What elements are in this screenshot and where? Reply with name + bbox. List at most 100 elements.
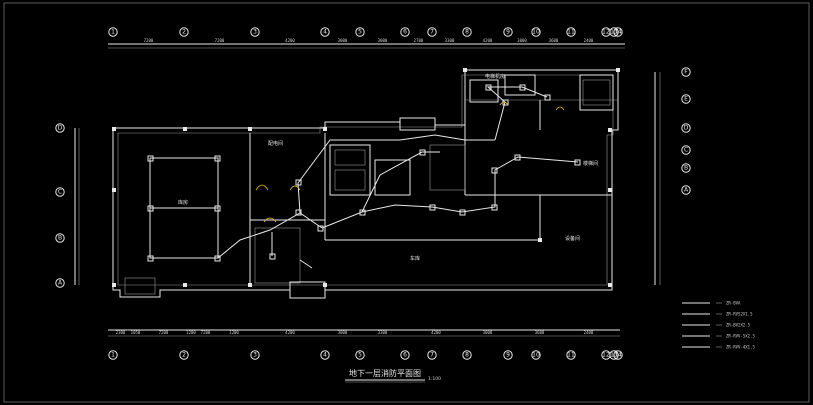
axis-top-12: 12 xyxy=(601,27,611,37)
axis-bottom-8: 8 xyxy=(462,350,472,360)
axis-top-8: 8 xyxy=(462,27,472,37)
axis-bottom-11: 11 xyxy=(566,350,576,360)
axis-top-11: 11 xyxy=(566,27,576,37)
top-dim-2: 4200 xyxy=(285,38,295,43)
axis-right-A: A xyxy=(681,185,691,195)
room-label-r3: 车库 xyxy=(410,255,420,262)
bottom-dimension-lines xyxy=(108,329,620,337)
axis-bottom-9: 9 xyxy=(503,350,513,360)
bottom-dim-8: 3300 xyxy=(378,330,388,335)
svg-text:12: 12 xyxy=(602,29,610,36)
building-walls xyxy=(112,69,619,299)
svg-text:D: D xyxy=(58,125,63,132)
svg-text:7: 7 xyxy=(430,29,434,36)
svg-text:1: 1 xyxy=(111,29,115,36)
top-dim-7: 4200 xyxy=(483,38,493,43)
axis-left-C: C xyxy=(55,187,65,197)
svg-text:C: C xyxy=(684,147,688,154)
top-dimension-lines xyxy=(108,43,625,49)
bottom-dim-2: 7200 xyxy=(159,330,169,335)
svg-text:6: 6 xyxy=(403,29,407,36)
svg-text:5: 5 xyxy=(358,352,362,359)
axis-bottom-7: 7 xyxy=(427,350,437,360)
svg-text:10: 10 xyxy=(532,29,540,36)
legend: ZR-BVA ZR-RVS2X1.5ZR-BV2X2.5ZR-RVV-5X2.5Z… xyxy=(682,301,755,350)
bottom-dim-3: 1200 xyxy=(186,330,196,335)
axis-right-E: E xyxy=(681,94,691,104)
bottom-dim-5: 1200 xyxy=(229,330,239,335)
bottom-dim-12: 2400 xyxy=(584,330,594,335)
svg-text:B: B xyxy=(58,235,62,242)
svg-text:2: 2 xyxy=(182,29,186,36)
drawing-border xyxy=(3,2,810,403)
room-label-r6: 楼梯间 xyxy=(583,160,598,167)
legend-item-4: ZR-RVV-4X1.5 xyxy=(682,345,755,350)
axis-right-F: F xyxy=(681,67,691,77)
svg-text:E: E xyxy=(684,96,688,103)
svg-text:8: 8 xyxy=(465,29,469,36)
axis-bottom-4: 4 xyxy=(320,350,330,360)
legend-item-0: ZR-BVA xyxy=(682,301,741,306)
axis-top-3: 3 xyxy=(250,27,260,37)
legend-item-1: ZR-RVS2X1.5 xyxy=(682,312,753,317)
axis-right-C: C xyxy=(681,145,691,155)
svg-text:3: 3 xyxy=(253,352,257,359)
bottom-dim-1: 1050 xyxy=(131,330,141,335)
legend-item-3: ZR-RVV-5X2.5 xyxy=(682,334,755,339)
axis-top-9: 9 xyxy=(503,27,513,37)
axis-top-14: 14 xyxy=(613,27,623,37)
bottom-dim-0: 2300 xyxy=(116,330,126,335)
axis-bottom-2: 2 xyxy=(179,350,189,360)
svg-text:11: 11 xyxy=(567,29,575,36)
bottom-dim-11: 3600 xyxy=(535,330,545,335)
legend-item-2: ZR-BV2X2.5 xyxy=(682,323,751,328)
svg-text:ZR-RVV-4X1.5: ZR-RVV-4X1.5 xyxy=(726,345,755,350)
axis-top-6: 6 xyxy=(400,27,410,37)
top-dim-5: 2700 xyxy=(414,38,424,43)
svg-text:F: F xyxy=(684,69,688,76)
axis-bottom-1: 1 xyxy=(108,350,118,360)
fire-alarm-wiring xyxy=(149,86,579,269)
svg-text:11: 11 xyxy=(567,352,575,359)
svg-text:ZR-RVS2X1.5: ZR-RVS2X1.5 xyxy=(726,312,753,317)
svg-text:2: 2 xyxy=(182,352,186,359)
svg-text:A: A xyxy=(58,280,63,287)
doors xyxy=(255,101,565,223)
svg-text:14: 14 xyxy=(614,29,622,36)
svg-text:C: C xyxy=(58,189,62,196)
axis-top-10: 10 xyxy=(531,27,541,37)
bottom-dim-7: 3000 xyxy=(338,330,348,335)
top-dim-4: 3000 xyxy=(378,38,388,43)
axis-top-2: 2 xyxy=(179,27,189,37)
axis-top-4: 4 xyxy=(320,27,330,37)
axis-bottom-3: 3 xyxy=(250,350,260,360)
top-dim-6: 3300 xyxy=(445,38,455,43)
axis-bottom-10: 10 xyxy=(531,350,541,360)
axis-right-D: D xyxy=(681,123,691,133)
top-dim-1: 7200 xyxy=(215,38,225,43)
top-dim-8: 3000 xyxy=(517,38,527,43)
room-label-r5: 设备间 xyxy=(565,235,580,242)
axis-top-1: 1 xyxy=(108,27,118,37)
drawing-scale: 1:100 xyxy=(428,376,441,382)
top-dim-3: 3000 xyxy=(338,38,348,43)
room-label-r1: 库房 xyxy=(178,199,188,206)
svg-text:12: 12 xyxy=(602,352,610,359)
drawing-title: 地下一层消防平面图 xyxy=(349,368,421,378)
svg-text:1: 1 xyxy=(111,352,115,359)
svg-text:4: 4 xyxy=(323,352,327,359)
axis-right-B: B xyxy=(681,163,691,173)
room-label-r2: 配电间 xyxy=(268,140,283,147)
svg-text:9: 9 xyxy=(506,29,510,36)
top-dim-9: 3600 xyxy=(549,38,559,43)
axis-top-5: 5 xyxy=(355,27,365,37)
svg-text:7: 7 xyxy=(430,352,434,359)
svg-text:6: 6 xyxy=(403,352,407,359)
left-axis-bubbles: D C B A xyxy=(55,123,65,288)
svg-text:14: 14 xyxy=(614,352,622,359)
